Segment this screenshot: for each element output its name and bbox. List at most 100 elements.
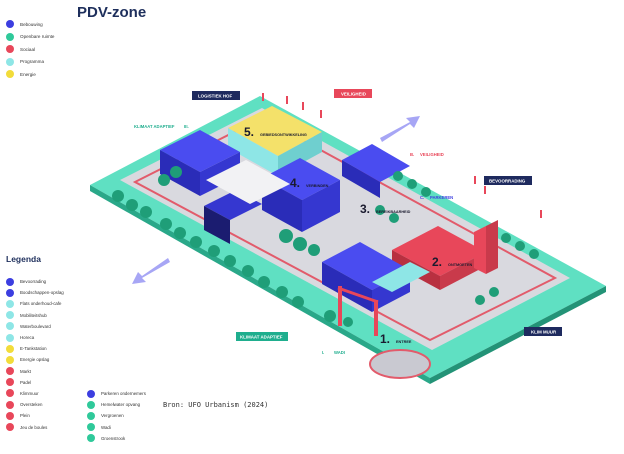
zone-1: 1. ENTREE — [380, 332, 412, 346]
legend-item: Flats onderhoud-cafe — [6, 298, 86, 309]
zone-2: 2. ONTMOETEN — [432, 255, 473, 269]
legend-label: Wadi — [101, 424, 111, 430]
category-item: Bebouwing — [6, 18, 86, 31]
building-front-wall — [204, 206, 230, 244]
truck-icon — [6, 277, 14, 286]
storage-icon — [6, 288, 14, 297]
category-swatch — [6, 20, 14, 29]
legend-item: Boodschappen-opslag — [6, 287, 86, 298]
legend-item: Horeca — [6, 332, 86, 343]
trees — [112, 166, 539, 327]
greenstrip-icon — [87, 434, 95, 443]
zone-5: 5. GEBIEDSONTWIKKELING — [244, 125, 307, 139]
battery-icon — [6, 355, 14, 364]
legend-item: Vergroenen — [87, 410, 167, 421]
arch-post-left — [338, 286, 342, 326]
padel-icon — [6, 378, 14, 387]
tag-logistiek-hof: LOGISTIEK HOF — [192, 91, 240, 100]
svg-text:BEVOORRADING: BEVOORRADING — [489, 179, 526, 184]
category-swatch — [6, 45, 14, 54]
parking-icon — [87, 389, 95, 398]
legend-label: Vergroenen — [101, 413, 124, 419]
legend-item: Hemelwater opvang — [87, 399, 167, 410]
label-klimaat-adaptief: KLIMAAT ADAPTIEF — [134, 124, 175, 129]
arch-beam — [337, 286, 379, 304]
category-swatch — [6, 32, 14, 41]
category-item: Programma — [6, 56, 86, 69]
hub-icon — [6, 311, 14, 320]
category-swatch — [6, 70, 14, 79]
zone-4: 4. VERBINDEN — [290, 176, 329, 190]
legend-item: Padel — [6, 377, 86, 388]
square-icon — [6, 411, 14, 420]
svg-text:4.: 4. — [290, 176, 300, 190]
legend-item: Waterboulevard — [6, 321, 86, 332]
tag-klimaat-adaptief: KLIMAAT ADAPTIEF — [236, 332, 288, 341]
svg-text:VERBINDEN: VERBINDEN — [306, 184, 329, 188]
category-label: Openbare ruimte — [20, 34, 55, 40]
label-c: C. — [420, 195, 424, 200]
label-wadi: WADI — [334, 350, 345, 355]
building-right-wall — [342, 160, 380, 198]
category-label: Sociaal — [20, 46, 36, 52]
legend-label: Plein — [20, 413, 30, 419]
building-5-roof — [228, 106, 322, 156]
building-left-roof — [160, 130, 240, 172]
legend-label: Energie opslag — [20, 357, 50, 363]
horeca-icon — [6, 333, 14, 342]
legend-item: Markt — [6, 366, 86, 377]
category-label: Energie — [20, 71, 36, 77]
building-4-roof — [262, 158, 340, 200]
crossing-icon — [6, 400, 14, 409]
legend-label: Oversteken — [20, 402, 43, 408]
legend-item: E-Tankstation — [6, 343, 86, 354]
market-icon — [6, 367, 14, 376]
building-5-wall — [228, 128, 278, 176]
legend-item: Wadi — [87, 422, 167, 433]
category-label: Programma — [20, 59, 44, 65]
arch-post-right — [374, 300, 378, 336]
legend-label: Bevoorrading — [20, 279, 47, 285]
tree-icon — [87, 411, 95, 420]
boules-icon — [6, 423, 14, 432]
legend-item: Energie opslag — [6, 354, 86, 365]
building-4-wall-right — [302, 180, 340, 232]
svg-text:VEILIGHEID: VEILIGHEID — [341, 92, 366, 97]
legend-label: Padel — [20, 379, 32, 385]
legend-label: Mobiliteitshub — [20, 312, 47, 318]
legend-label: Groenstrook — [101, 435, 126, 441]
legend-label: Klimmuur — [20, 390, 39, 396]
category-item: Energie — [6, 68, 86, 81]
svg-text:BEREIKBAARHEID: BEREIKBAARHEID — [376, 210, 411, 214]
legend-item: Bevoorrading — [6, 276, 86, 287]
legend-label: Parkeren ondernemers — [101, 391, 146, 397]
wadi-icon — [87, 423, 95, 432]
label-b: B. — [410, 152, 414, 157]
building-entry-wall — [322, 262, 372, 312]
red-markers — [262, 93, 542, 218]
legend-label: E-Tankstation — [20, 346, 47, 352]
direction-arrows — [132, 116, 420, 284]
svg-text:LOGISTIEK HOF: LOGISTIEK HOF — [198, 94, 232, 99]
legend-item: Plein — [6, 410, 86, 421]
red-tower — [486, 220, 498, 274]
rain-icon — [87, 400, 95, 409]
legend-label: Markt — [20, 368, 31, 374]
site-edge-right — [430, 286, 606, 384]
legend-label: Boodschappen-opslag — [20, 290, 64, 296]
white-roof — [206, 160, 290, 204]
page-title: PDV-zone — [77, 4, 147, 21]
svg-text:ENTREE: ENTREE — [396, 340, 412, 344]
svg-text:1.: 1. — [380, 332, 390, 346]
charging-icon — [6, 344, 14, 353]
label-i: I. — [322, 350, 324, 355]
flats-icon — [6, 299, 14, 308]
climbing-icon — [6, 389, 14, 398]
category-swatch — [6, 57, 14, 66]
svg-text:KLIMAAT ADAPTIEF: KLIMAAT ADAPTIEF — [240, 335, 283, 340]
legend-label: Waterboulevard — [20, 323, 51, 329]
red-tower-side — [474, 226, 486, 274]
